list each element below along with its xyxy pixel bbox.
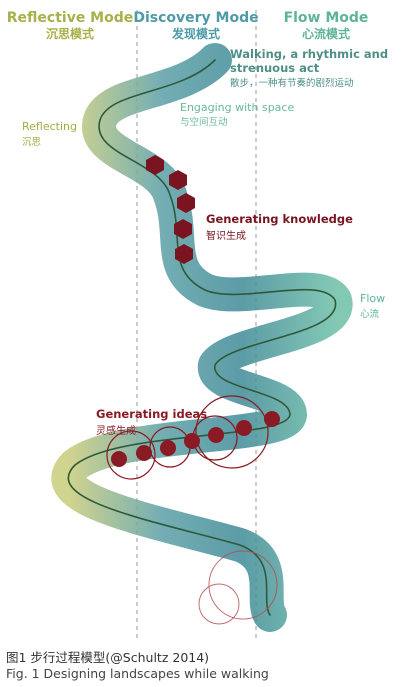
mode-subtitle-reflective: 沉思模式 xyxy=(46,26,94,41)
ideas-markers xyxy=(106,395,280,480)
start-ring xyxy=(208,550,278,620)
mode-subtitle-discovery: 发现模式 xyxy=(171,26,220,41)
knowledge-hexagon xyxy=(174,219,192,239)
start-rings xyxy=(198,550,278,625)
label-flow-zh: 心流 xyxy=(360,308,380,320)
idea-dot xyxy=(264,411,280,427)
label-walking-zh: 散步，一种有节奏的剧烈运动 xyxy=(230,77,354,89)
mode-title-reflective: Reflective Mode xyxy=(7,10,134,26)
start-ring xyxy=(198,583,240,625)
idea-dot xyxy=(111,451,127,467)
label-knowledge-en: Generating knowledge xyxy=(206,212,353,226)
idea-dot xyxy=(184,433,200,449)
idea-dot xyxy=(208,427,224,443)
label-ideas-en: Generating ideas xyxy=(96,407,207,421)
knowledge-hexagon xyxy=(146,155,164,175)
mode-title-flow: Flow Mode xyxy=(284,10,369,26)
label-reflecting-en: Reflecting xyxy=(22,120,77,133)
knowledge-hexagon xyxy=(177,193,195,213)
idea-ring xyxy=(195,395,269,469)
idea-dot xyxy=(160,440,176,456)
label-walking-en-2: strenuous act xyxy=(230,61,320,75)
knowledge-markers xyxy=(146,155,195,264)
label-reflecting-zh: 沉思 xyxy=(22,137,42,148)
walking-process-diagram: Reflective Mode 沉思模式 Discovery Mode 发现模式… xyxy=(7,10,388,640)
label-flow-en: Flow xyxy=(360,292,385,305)
mode-title-discovery: Discovery Mode xyxy=(133,10,258,26)
knowledge-hexagon xyxy=(175,244,193,264)
label-ideas-zh: 灵感生成 xyxy=(96,424,136,437)
figure-caption-en: Fig. 1 Designing landscapes while walkin… xyxy=(6,666,269,681)
mode-subtitle-flow: 心流模式 xyxy=(302,26,350,41)
label-walking-en-1: Walking, a rhythmic and xyxy=(230,47,388,61)
figure-caption-zh: 图1 步行过程模型(@Schultz 2014) xyxy=(6,650,210,665)
idea-ring xyxy=(106,430,156,480)
label-engaging-en: Engaging with space xyxy=(180,101,294,114)
walking-path-ribbon xyxy=(51,43,353,632)
idea-dot xyxy=(236,420,252,436)
label-engaging-zh: 与空间互动 xyxy=(180,116,228,128)
idea-dot xyxy=(136,445,152,461)
knowledge-hexagon xyxy=(169,170,187,190)
label-knowledge-zh: 智识生成 xyxy=(206,229,246,242)
